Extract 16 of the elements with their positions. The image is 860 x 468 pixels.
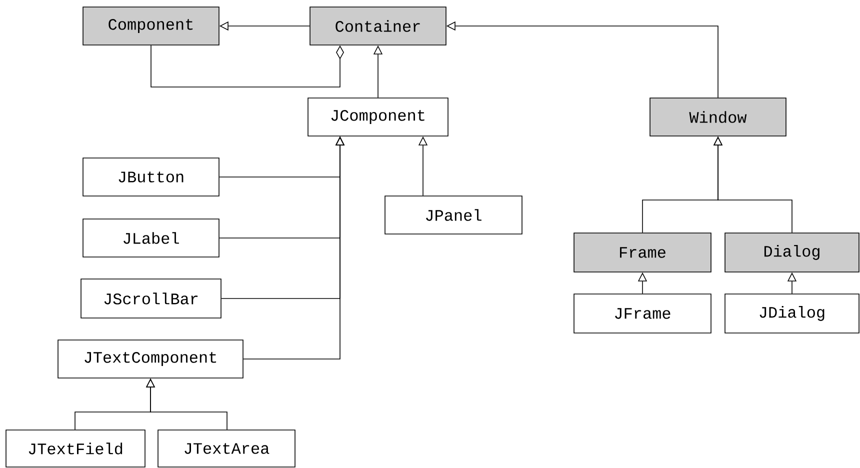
class-box: JScrollBar — [80, 278, 222, 318]
class-box: JFrame — [574, 294, 712, 334]
class-box: JTextField — [6, 430, 146, 468]
class-box: JTextComponent — [58, 340, 244, 378]
class-box: Container — [310, 6, 446, 46]
class-box: JTextArea — [158, 430, 296, 468]
class-box: JDialog — [724, 294, 860, 334]
class-box: Dialog — [724, 232, 860, 272]
class-box: JButton — [82, 158, 220, 196]
class-box: Window — [650, 98, 786, 136]
class-box: JComponent — [308, 98, 448, 136]
class-box: JLabel — [82, 218, 220, 258]
class-box: Component — [82, 6, 220, 46]
class-box: Frame — [574, 232, 712, 272]
class-box: JPanel — [384, 196, 522, 234]
aggregation-line — [150, 45, 344, 88]
